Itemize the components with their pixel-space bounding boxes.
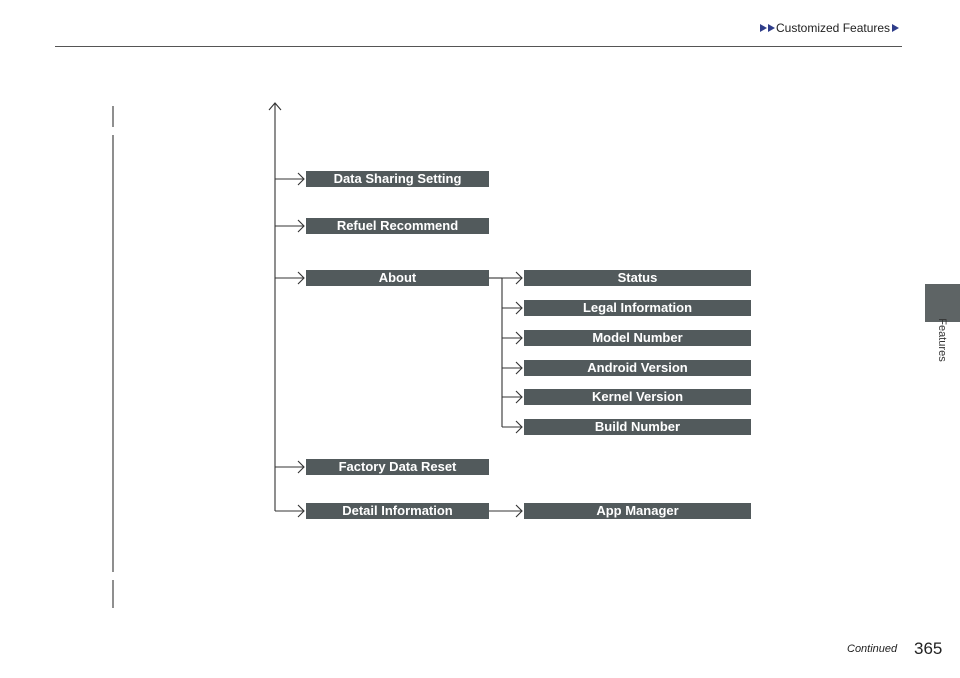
section-tab[interactable] (925, 284, 960, 322)
branch-data-sharing (275, 172, 305, 186)
menu-item-status[interactable]: Status (524, 270, 751, 286)
menu-item-legal-information[interactable]: Legal Information (524, 300, 751, 316)
continued-label: Continued (847, 643, 898, 655)
menu-item-factory-data-reset[interactable]: Factory Data Reset (306, 459, 489, 475)
menu-item-about[interactable]: About (306, 270, 489, 286)
menu-item-android-version[interactable]: Android Version (524, 360, 751, 376)
arrow-right-icon (768, 24, 775, 32)
menu-item-data-sharing-setting[interactable]: Data Sharing Setting (306, 171, 489, 187)
breadcrumb-label: Customized Features (776, 21, 891, 35)
arrow-right-icon (760, 24, 767, 32)
menu-item-build-number[interactable]: Build Number (524, 419, 751, 435)
breadcrumb[interactable]: Customized Features (760, 20, 900, 36)
menu-item-app-manager[interactable]: App Manager (524, 503, 751, 519)
branch-build (502, 420, 523, 434)
menu-item-kernel-version[interactable]: Kernel Version (524, 389, 751, 405)
branch-about (275, 271, 305, 285)
branch-detail-info (275, 504, 305, 518)
menu-item-refuel-recommend[interactable]: Refuel Recommend (306, 218, 489, 234)
branch-legal (502, 301, 523, 315)
branch-status (502, 271, 523, 285)
arrow-right-icon (892, 24, 900, 32)
branch-factory-reset (275, 460, 305, 474)
trunk-arrow-up-icon (268, 102, 282, 111)
page-number: 365 (914, 639, 943, 658)
menu-item-model-number[interactable]: Model Number (524, 330, 751, 346)
branch-kernel (502, 390, 523, 404)
branch-app-manager (489, 504, 523, 518)
menu-item-detail-information[interactable]: Detail Information (306, 503, 489, 519)
branch-refuel (275, 219, 305, 233)
branch-model (502, 331, 523, 345)
header-rule (55, 46, 902, 47)
branch-android (502, 361, 523, 375)
